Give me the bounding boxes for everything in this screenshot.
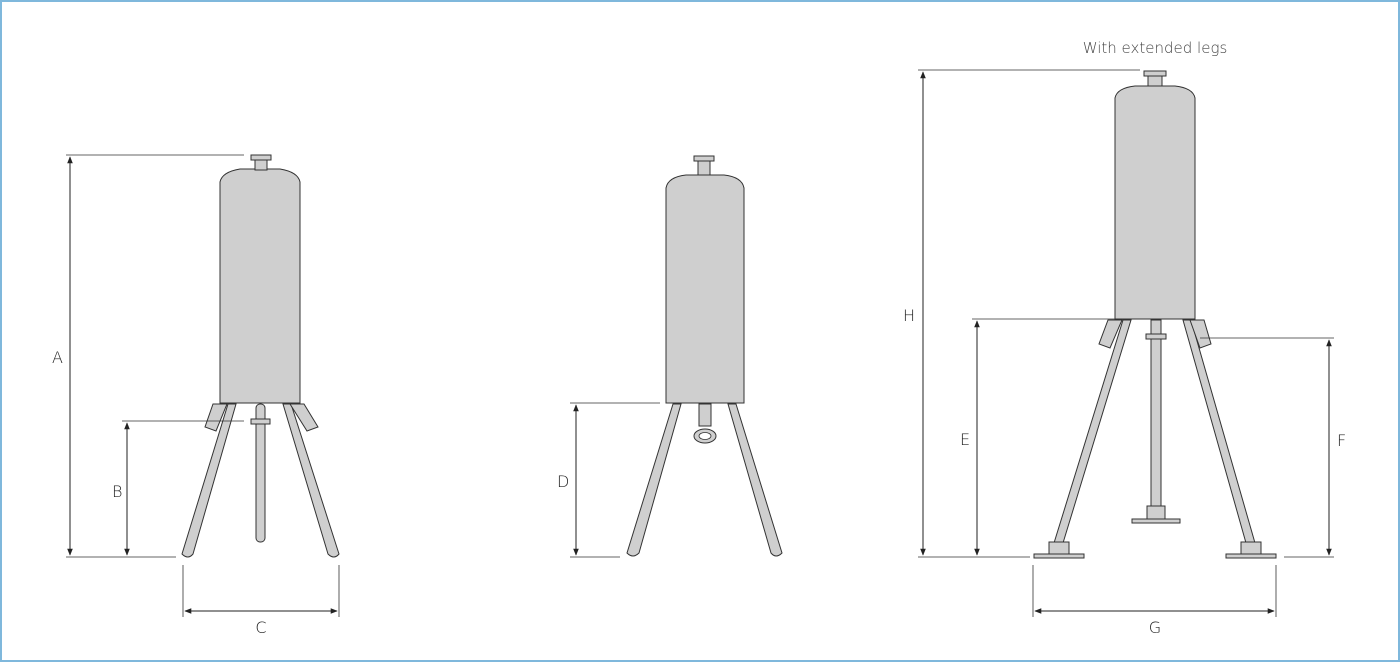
vessel-3-foot-left <box>1048 541 1070 555</box>
dimension-label-g: G <box>1149 618 1161 637</box>
dimension-h <box>918 69 1140 558</box>
vessel-3-drain-foot <box>1146 505 1166 520</box>
vessel-3 <box>1033 70 1277 559</box>
dimension-label-c: C <box>255 618 266 637</box>
vessel-3-top-ferrule <box>1147 74 1163 87</box>
vessel-3-top-flange <box>1143 70 1167 77</box>
dimension-b <box>122 420 244 556</box>
extended-legs-caption: With extended legs <box>1083 39 1228 57</box>
vessel-3-nozzle-right <box>1189 319 1212 349</box>
vessel-3-nozzle-left <box>1098 319 1123 349</box>
dimension-label-h: H <box>903 306 915 325</box>
dimension-label-d: D <box>557 472 569 491</box>
vessel-2-top-flange <box>693 155 715 162</box>
vessel-1 <box>181 154 340 558</box>
vessel-3-drain-pipe <box>1150 319 1162 507</box>
vessel-1-shell <box>219 168 301 404</box>
vessel-2-outlet-pipe <box>698 403 712 427</box>
vessel-3-drain-foot-plate <box>1131 518 1181 524</box>
vessel-3-foot-right-plate <box>1225 553 1277 559</box>
dimension-label-e: E <box>960 430 970 449</box>
vessel-1-drain-flange <box>250 418 271 425</box>
vessel-1-nozzle-right <box>289 403 319 432</box>
vessel-2 <box>626 155 783 557</box>
vessel-3-leg-right <box>1182 319 1256 544</box>
dimension-label-a: A <box>52 348 63 367</box>
dimension-a <box>66 154 244 558</box>
vessel-3-foot-left-plate <box>1033 553 1085 559</box>
vessel-3-shell <box>1114 85 1196 320</box>
dimension-e <box>972 318 1122 556</box>
vessel-1-drain-pipe <box>255 403 266 543</box>
vessel-1-nozzle-left <box>204 403 228 432</box>
vessel-2-leg-left <box>626 403 682 557</box>
dimension-d <box>570 402 660 558</box>
vessel-1-leg-left <box>181 403 237 558</box>
vessel-3-leg-left <box>1053 319 1132 544</box>
vessel-2-top-ferrule <box>697 160 711 176</box>
vessel-1-top-flange <box>250 154 272 161</box>
dimension-label-b: B <box>112 482 122 501</box>
vessel-3-drain-flange <box>1145 333 1167 340</box>
vessel-2-leg-right <box>727 403 783 557</box>
vessel-1-leg-right <box>282 403 340 558</box>
vessel-2-shell <box>665 174 745 404</box>
dimension-c <box>182 565 340 617</box>
vessel-1-top-ferrule <box>254 158 268 171</box>
dimension-label-f: F <box>1337 431 1346 450</box>
dimension-g <box>1032 565 1277 617</box>
vessel-3-foot-right <box>1240 541 1262 555</box>
dimension-f <box>1200 337 1334 558</box>
